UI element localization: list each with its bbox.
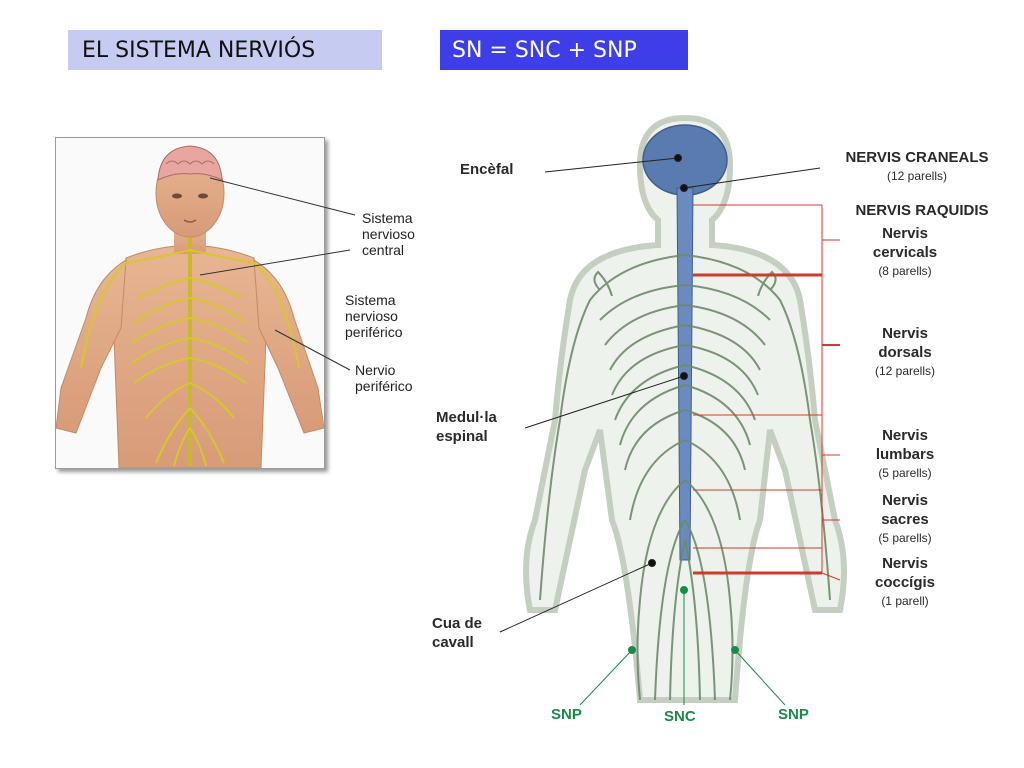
label-snc: Sistema nervioso central — [362, 210, 415, 258]
label-snp-right: SNP — [778, 706, 809, 723]
label-nervis-sacres: Nervis sacres (5 parells) — [878, 492, 932, 545]
label-nervis-cervicals: Nervis cervicals (8 parells) — [872, 225, 938, 278]
anatomy-photo-illustration — [56, 145, 324, 468]
label-encefal: Encèfal — [460, 161, 514, 178]
label-nervis-dorsals: Nervis dorsals (12 parells) — [874, 325, 936, 378]
formula-badge: SN = SNC + SNP — [440, 30, 688, 70]
label-nervis-lumbars: Nervis lumbars (5 parells) — [875, 427, 935, 480]
label-nervio-periferico: Nervio periférico — [355, 362, 413, 394]
label-nervis-raquidis: NERVIS RAQUIDIS — [855, 202, 989, 219]
label-medulla-espinal: Medul·la espinal — [436, 409, 497, 445]
label-snp: Sistema nervioso periférico — [345, 292, 403, 340]
label-snp-left: SNP — [551, 706, 582, 723]
label-nervis-coccigis: Nervis coccígis (1 parell) — [874, 555, 936, 608]
label-snc: SNC — [664, 708, 696, 725]
label-cua-de-cavall: Cua de cavall — [432, 615, 483, 651]
page-title: EL SISTEMA NERVIÓS — [68, 30, 382, 70]
anatomy-photo-panel — [55, 137, 325, 469]
label-nervis-craneals: NERVIS CRANEALS (12 parells) — [845, 149, 989, 183]
